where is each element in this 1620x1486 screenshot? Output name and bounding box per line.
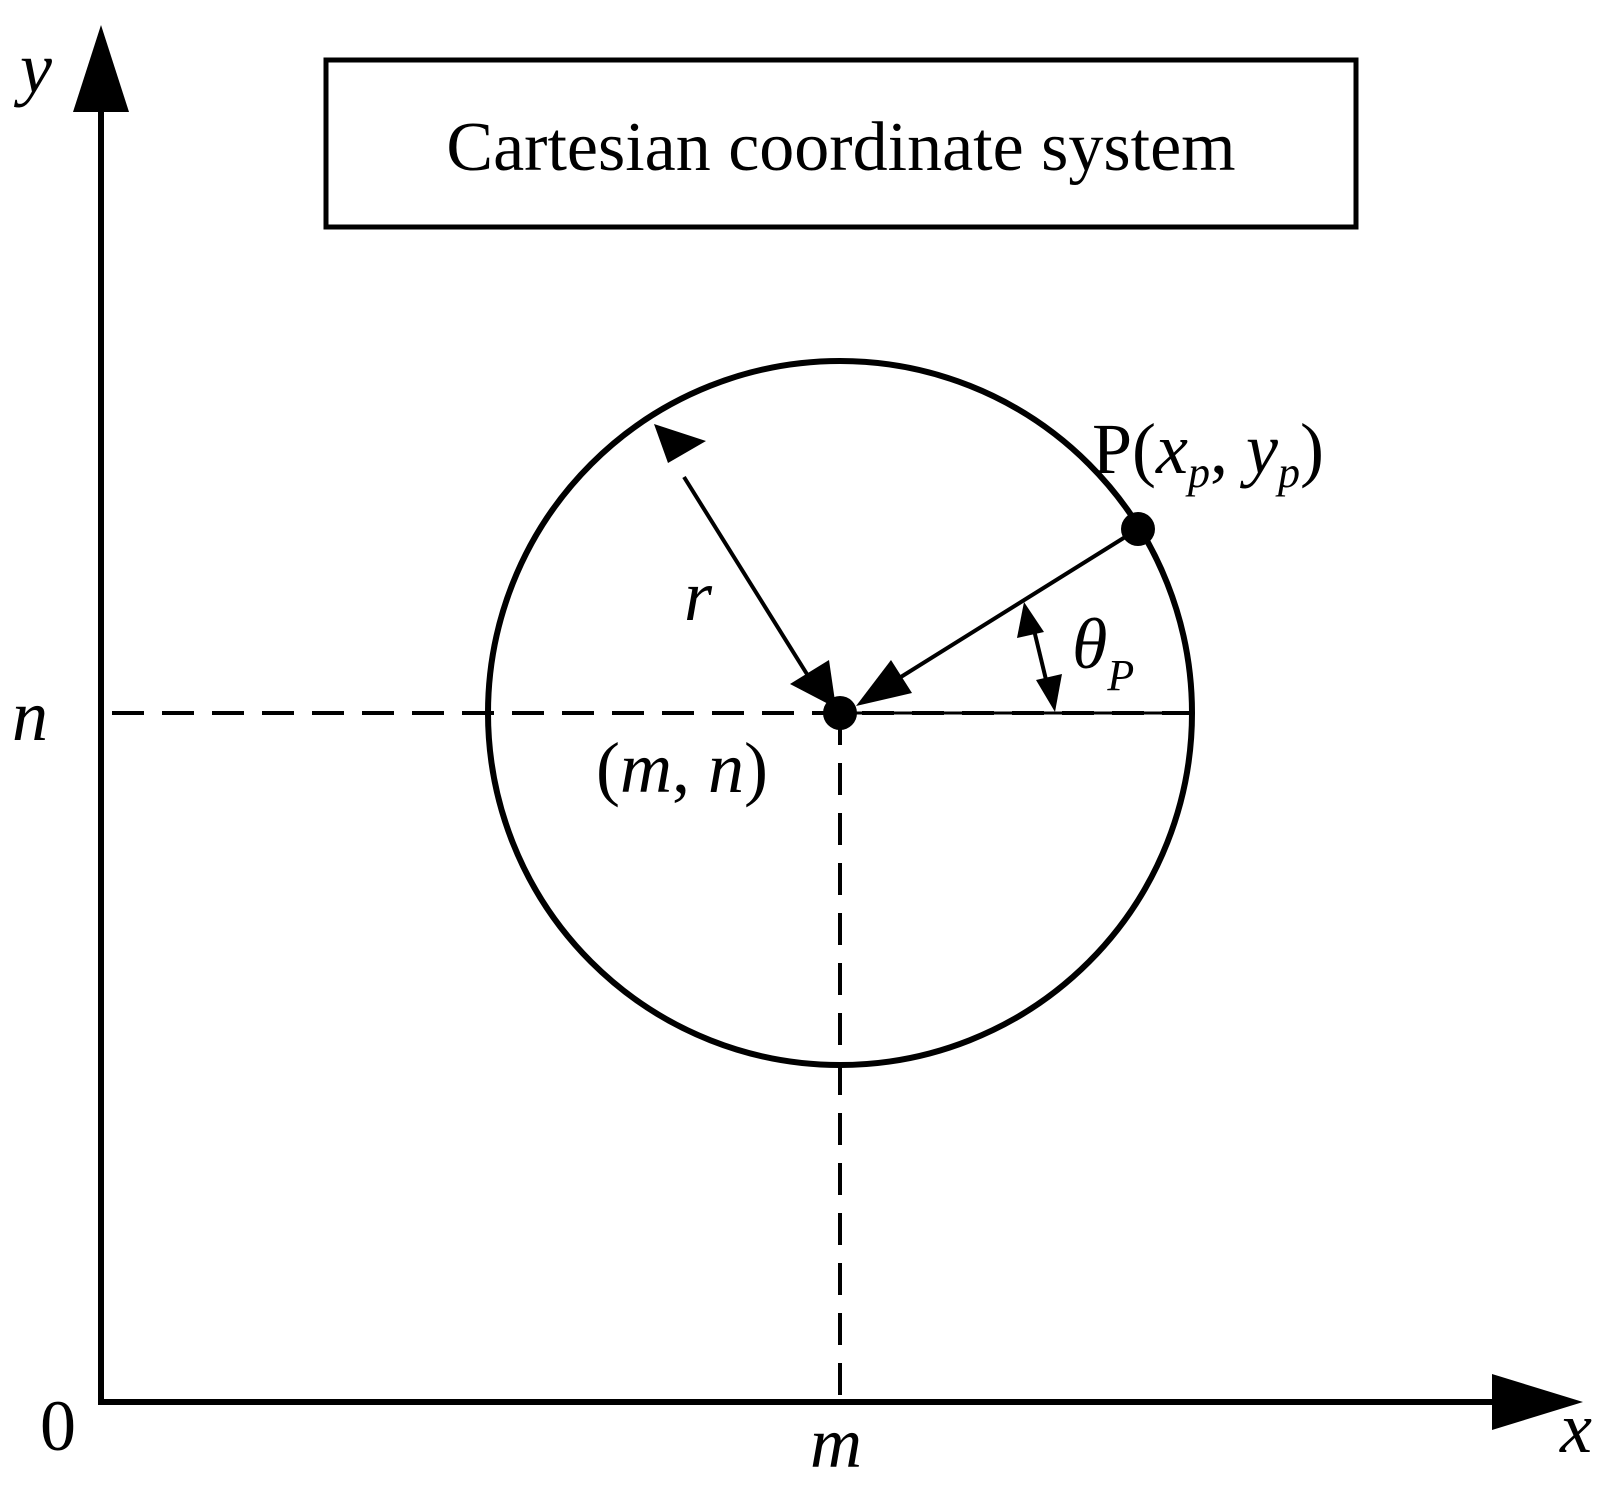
point-p <box>1121 512 1155 546</box>
point-p-close: ) <box>1300 409 1324 489</box>
angle-arrowhead-bottom <box>1036 674 1062 712</box>
radius-arrowhead-bottom <box>790 660 836 708</box>
radius-arrowhead-top <box>654 424 706 463</box>
x-tick-label-m: m <box>810 1403 862 1483</box>
point-p-y-var: y <box>1239 409 1278 489</box>
p-to-center-line <box>886 527 1140 687</box>
p-to-center-arrowhead <box>856 660 912 706</box>
center-label-close: ) <box>744 728 768 808</box>
point-p-x-sub: p <box>1185 448 1210 497</box>
y-axis-label: y <box>13 28 52 108</box>
center-point <box>823 696 857 730</box>
angle-label: θP <box>1072 604 1134 700</box>
radius-line <box>682 475 817 689</box>
center-label-open: ( <box>596 728 620 808</box>
center-label-m: m <box>620 728 672 808</box>
y-axis-arrowhead <box>73 25 129 112</box>
point-p-comma: , <box>1210 409 1246 489</box>
center-label-comma: , <box>672 728 708 808</box>
angle-sub: P <box>1106 651 1134 700</box>
angle-arrowhead-top <box>1017 602 1044 638</box>
point-p-label: P(xp, yp) <box>1092 409 1324 497</box>
point-p-x-var: x <box>1155 409 1188 489</box>
point-p-prefix: P( <box>1092 409 1156 489</box>
title: Cartesian coordinate system <box>446 109 1235 186</box>
x-axis-label: x <box>1559 1388 1592 1468</box>
y-tick-label-n: n <box>12 676 48 756</box>
center-label: (m, n) <box>596 728 768 808</box>
origin-label: 0 <box>40 1386 76 1466</box>
radius-label: r <box>684 556 713 636</box>
point-p-y-sub: p <box>1275 448 1300 497</box>
title-box <box>323 57 1359 230</box>
angle-symbol: θ <box>1072 604 1107 684</box>
x-axis-arrowhead <box>1492 1374 1583 1430</box>
center-label-n: n <box>708 728 744 808</box>
